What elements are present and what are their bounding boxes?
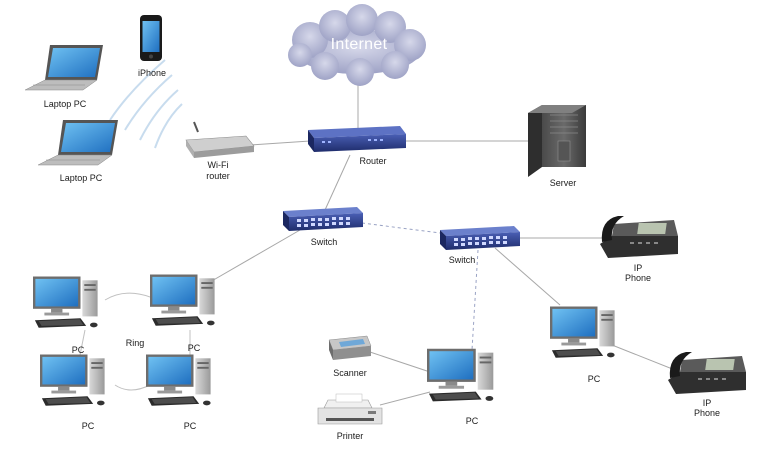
pc-label: PC: [587, 374, 601, 384]
server-label: Server: [549, 178, 577, 188]
link-router-switch1: [324, 154, 351, 211]
pc-label: PC: [71, 345, 85, 355]
link-switch2-pcright: [494, 247, 561, 306]
printer-label: Printer: [336, 431, 364, 441]
link-switch2-pccenter: [471, 249, 479, 351]
pc-icon: [40, 354, 105, 406]
scanner-icon: [328, 335, 372, 360]
switch-icon: [283, 207, 363, 231]
ip-phone-label-line2: Phone: [693, 408, 721, 418]
ring-label: Ring: [125, 338, 145, 348]
laptop-label: Laptop PC: [59, 173, 103, 183]
ring-link: [79, 292, 191, 391]
ip-phone-icon: [600, 216, 678, 258]
pc-icon: [550, 306, 615, 358]
ip-phone-icon: [668, 352, 746, 394]
dashed-links: [361, 222, 479, 351]
pc-label: PC: [81, 421, 95, 431]
wifi-router-label-line1: Wi-Fi: [207, 160, 229, 170]
internet-cloud: [288, 4, 426, 86]
switch-label: Switch: [448, 255, 476, 265]
link-scanner-pccenter: [369, 351, 431, 373]
pc-label: PC: [187, 343, 201, 353]
link-wifi-router: [249, 140, 311, 146]
pc-label: PC: [183, 421, 197, 431]
internet-label: Internet: [330, 36, 388, 53]
ip-phone-label-line1: IP: [633, 263, 643, 273]
link-switch1-ringpc: [209, 229, 301, 283]
iphone-icon: [140, 15, 162, 61]
pc-icon: [33, 276, 98, 328]
laptop-icon: [37, 120, 118, 166]
ip-phone-label-line2: Phone: [624, 273, 652, 283]
links: [209, 78, 681, 406]
router-icon: [308, 126, 406, 152]
switch-label: Switch: [310, 237, 338, 247]
pc-icon: [427, 348, 494, 402]
switch-icon: [440, 226, 520, 250]
server-icon: [528, 105, 586, 177]
ip-phone-label-line1: IP: [702, 398, 712, 408]
wifi-router-icon: [185, 121, 255, 158]
pc-icon: [146, 354, 211, 406]
laptop-icon: [24, 45, 103, 91]
link-pcright-ipphone2: [611, 344, 681, 373]
link-switch1-switch2: [361, 222, 441, 234]
pc-icon: [150, 274, 215, 326]
pc-label: PC: [465, 416, 479, 426]
laptop-label: Laptop PC: [43, 99, 87, 109]
printer-icon: [317, 393, 383, 425]
iphone-label: iPhone: [137, 68, 167, 78]
wifi-waves: [109, 59, 183, 149]
router-label: Router: [359, 156, 387, 166]
scanner-label: Scanner: [333, 368, 367, 378]
link-printer-pccenter: [379, 391, 431, 406]
wifi-router-label-line2: router: [206, 171, 230, 181]
